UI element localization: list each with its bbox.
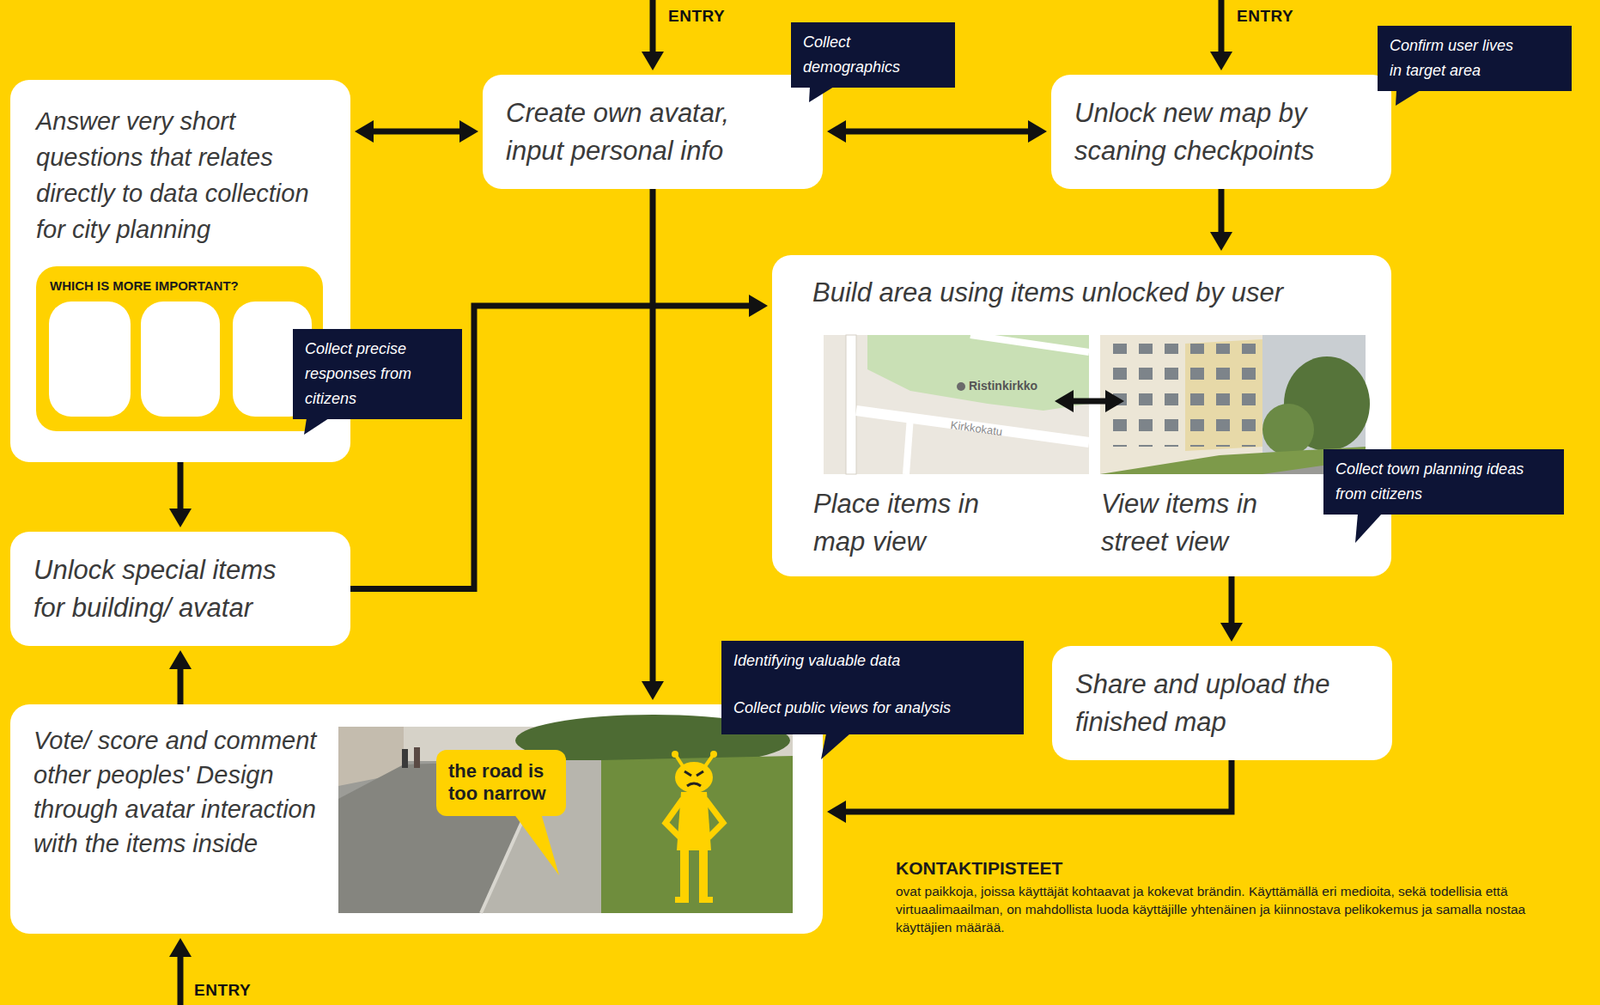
- box-text: View items in street view: [1101, 485, 1299, 561]
- entry-label: ENTRY: [668, 6, 725, 26]
- avatar-figure: [699, 848, 708, 901]
- flow-arrow: [650, 188, 657, 690]
- panel-heading: WHICH IS MORE IMPORTANT?: [49, 278, 310, 294]
- map-view-image: [856, 410, 1089, 443]
- avatar-figure: [665, 798, 683, 838]
- process-box: Create own avatar, input personal info: [482, 74, 823, 189]
- map-view-image: [906, 416, 911, 475]
- street-view-image: [1106, 343, 1261, 447]
- box-text: Build area using items unlocked by user: [812, 273, 1371, 312]
- avatar-figure: [671, 750, 679, 758]
- avatar-figure: [680, 848, 689, 901]
- callout-note: Collect town planning ideas from citizen…: [1323, 449, 1564, 515]
- callout-text: Collect demographics: [803, 30, 943, 80]
- callout-note: Collect demographics: [790, 22, 956, 88]
- avatar-figure: [710, 750, 718, 758]
- street-view-image: [1262, 459, 1366, 475]
- callout-tail: [304, 418, 329, 435]
- avatar-figure: [684, 771, 692, 776]
- entry-label: ENTRY: [194, 980, 251, 1000]
- speech-bubble-tail: [513, 813, 560, 876]
- entry-arrow: [650, 0, 657, 61]
- callout-text: Confirm user lives in target area: [1389, 33, 1521, 84]
- entry-arrow: [180, 0, 1222, 1005]
- street-view-image: [1100, 334, 1370, 475]
- process-box: Unlock special items for building/ avata…: [10, 531, 351, 646]
- street-view-image: [1100, 334, 1263, 475]
- avatar-figure: [705, 798, 724, 838]
- street-photo: [338, 714, 793, 913]
- map-view-image: [956, 382, 966, 391]
- entry-arrow: [177, 948, 184, 1005]
- bubble-text: the road is too narrow: [448, 760, 554, 805]
- callout-text: Collect public views for analysis: [733, 695, 1012, 721]
- map-view-image: [867, 334, 1089, 411]
- map-view-image: [845, 334, 857, 475]
- question-panel: WHICH IS MORE IMPORTANT?: [36, 266, 323, 432]
- callout-note: Collect precise responses from citizens: [292, 328, 463, 420]
- map-view-image: [970, 334, 1089, 353]
- entry-arrow: [1218, 0, 1225, 61]
- callout-tail: [809, 86, 834, 103]
- map-view-image: [823, 334, 1089, 475]
- box-text: Vote/ score and comment other peoples' D…: [33, 723, 322, 861]
- street-photo: [401, 748, 408, 768]
- callout-tail: [1355, 513, 1382, 543]
- avatar-figure: [696, 771, 704, 776]
- box-text: Unlock new map by scaning checkpoints: [1074, 94, 1345, 171]
- box-text: Create own avatar, input personal info: [505, 94, 777, 171]
- flow-arrow: [1228, 576, 1235, 632]
- street-view-image: [1100, 446, 1366, 475]
- flow-arrow: [1218, 188, 1225, 241]
- speech-bubble: the road is too narrow: [436, 749, 566, 816]
- box-text: Unlock special items for building/ avata…: [33, 551, 305, 627]
- street-photo: [338, 760, 550, 913]
- answer-option: [48, 301, 131, 417]
- callout-text: Collect town planning ideas from citizen…: [1335, 456, 1552, 507]
- flow-arrow: [837, 760, 1232, 812]
- box-text: Answer very short questions that relates…: [36, 103, 328, 248]
- callout-tail: [1323, 449, 1564, 515]
- callout-note: Identifying valuable dataCollect public …: [721, 640, 1024, 735]
- callout-tail: [1395, 90, 1421, 106]
- flow-arrow: [177, 462, 184, 518]
- callout-note: Confirm user lives in target area: [1377, 25, 1572, 92]
- callout-tail: [1377, 25, 1572, 92]
- box-text: Place items in map view: [813, 485, 1011, 561]
- map-label: Ristinkirkko: [968, 378, 1038, 394]
- avatar-figure: [675, 896, 689, 903]
- view-switch-arrow: [1064, 398, 1114, 405]
- process-box: Unlock new map by scaning checkpoints: [1051, 74, 1392, 189]
- avatar-figure: [665, 750, 724, 903]
- box-text: Share and upload the finished map: [1075, 665, 1346, 742]
- callout-text: Identifying valuable data: [733, 648, 1012, 674]
- callout-tail: [790, 22, 956, 88]
- body-text: ovat paikkoja, joissa käyttäjät kohtaava…: [895, 882, 1558, 937]
- entry-label: ENTRY: [1236, 6, 1294, 26]
- avatar-figure: [699, 896, 713, 903]
- process-box: Share and upload the finished map: [1052, 645, 1393, 761]
- avatar-figure: [675, 761, 713, 793]
- map-view-image: [823, 334, 1089, 475]
- street-photo: [413, 747, 420, 768]
- speech-bubble-tail: [513, 813, 560, 876]
- flow-arrow: [365, 128, 469, 135]
- callout-text: Collect precise responses from citizens: [304, 336, 451, 412]
- flow-arrow: [177, 660, 184, 705]
- flow-arrow: [837, 128, 1037, 135]
- avatar-figure: [687, 783, 701, 786]
- section-heading: KONTAKTIPISTEET: [895, 857, 1063, 879]
- callout-tail: [821, 733, 851, 760]
- view-switch-arrow: [1064, 401, 1114, 402]
- answer-option: [140, 301, 220, 417]
- street-view-image: [1262, 403, 1315, 456]
